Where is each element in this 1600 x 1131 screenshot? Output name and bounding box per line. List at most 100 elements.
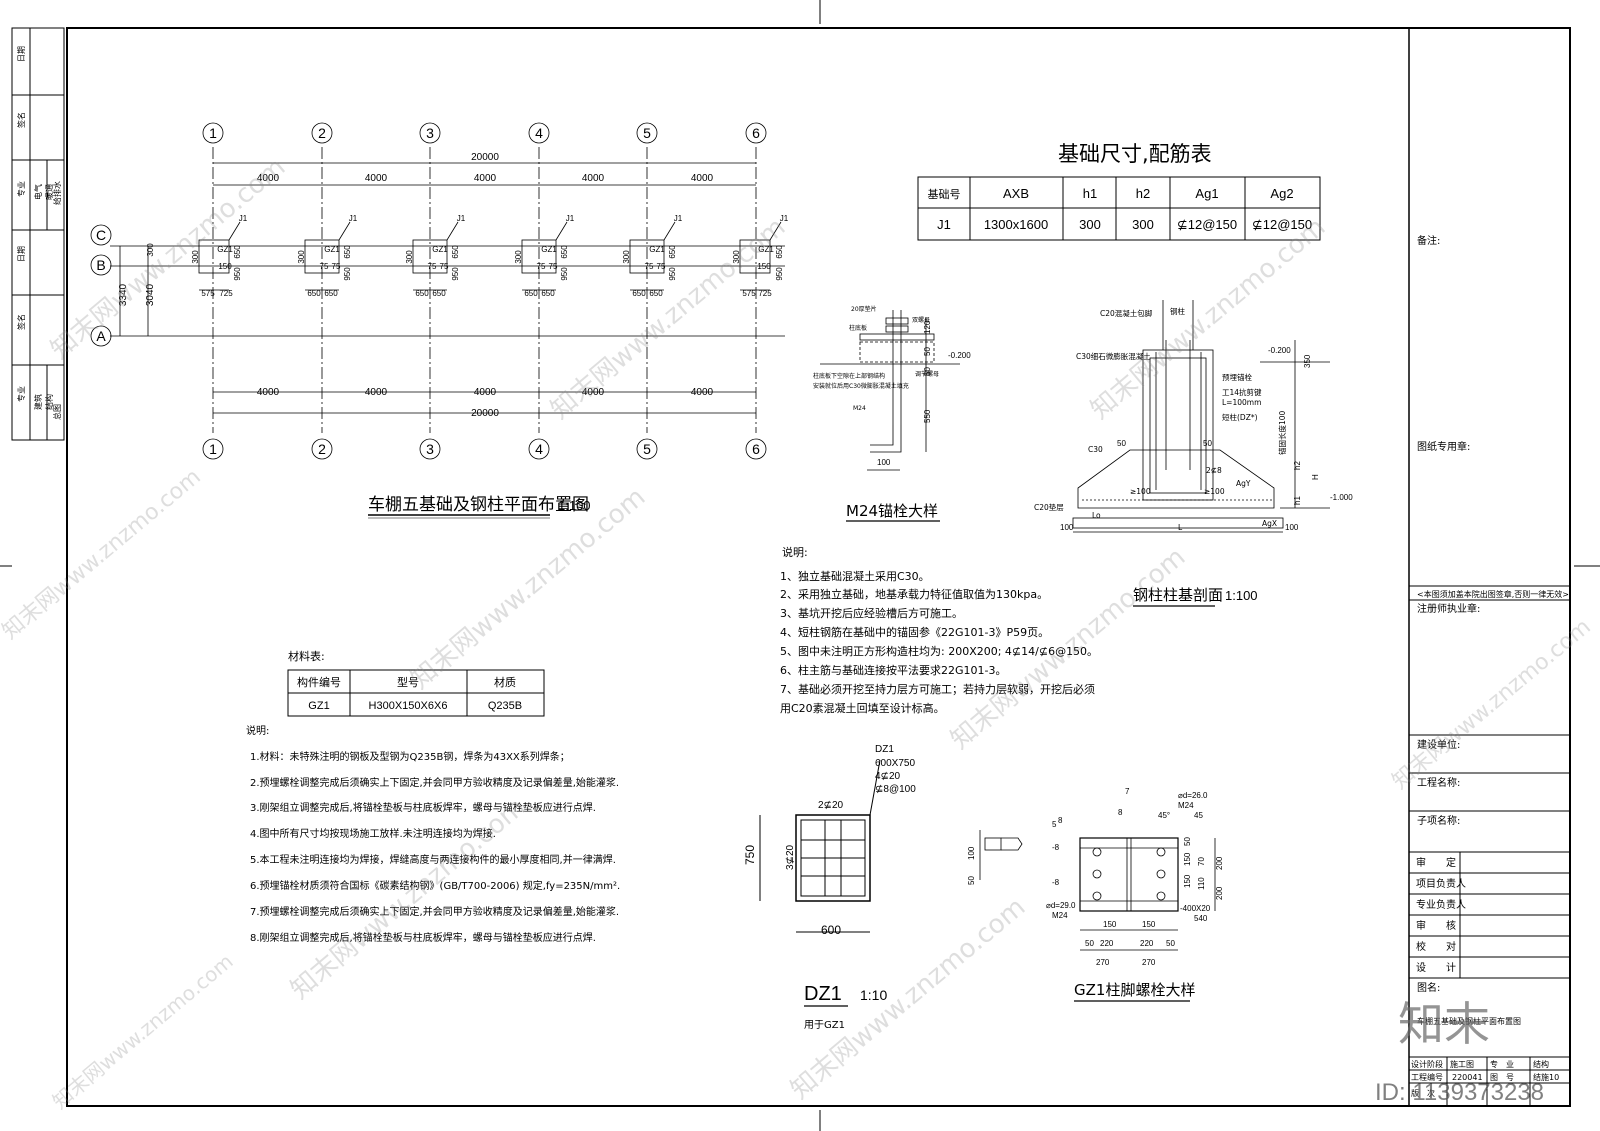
notes1-item-5: 5、图中未注明正方形构造柱均为: 200X200; 4⊈14/⊈6@150。	[780, 644, 1098, 658]
left-signature-strip	[11, 27, 65, 441]
anchor-d50a: 50	[923, 347, 932, 356]
tb-stamp: 图纸专用章:	[1417, 440, 1470, 453]
notes2-item-4: 4.图中所有尺寸均按现场施工放样.未注明连接均为焊接.	[250, 827, 496, 840]
axis-top-1: 1	[209, 125, 217, 141]
td-3: 300	[1132, 217, 1154, 232]
gz1-l3: 45°	[1158, 811, 1170, 820]
col-dim-75b-4: 75	[549, 262, 558, 271]
dz1-l1: 600X750	[875, 758, 915, 769]
strip-d6: 总图	[52, 404, 62, 420]
axis-bottom-3: 3	[426, 441, 434, 457]
col-650-3: 650	[451, 245, 460, 259]
strip-d2: 暖通	[44, 184, 54, 200]
gz1-v2: 150	[1183, 874, 1192, 888]
sec-d4: H	[1311, 474, 1320, 480]
fd-6b: 725	[758, 289, 772, 298]
sec-d3: h1	[1293, 496, 1302, 505]
image-id: ID: 1139373238	[1375, 1079, 1544, 1106]
anchor-d100: 100	[877, 458, 891, 467]
tb-sheet: 结施10	[1533, 1072, 1559, 1082]
wm-1: 知末网www.znzmo.com	[45, 152, 291, 365]
gz1-s0: 100	[967, 846, 976, 860]
dz1-top-bar: 2⊈20	[818, 800, 844, 811]
sec-l14: 锚固长度100	[1277, 410, 1287, 455]
tb-role-5: 设 计	[1416, 961, 1456, 974]
td-4: ⊈12@150	[1177, 217, 1237, 232]
tb-role-3: 审 核	[1416, 919, 1456, 932]
wm-7: 知末网www.znzmo.com	[1388, 614, 1596, 794]
col-dim-75b-2: 75	[332, 262, 341, 271]
tb-project: 工程名称:	[1417, 776, 1460, 789]
footing-label-5: J1	[674, 214, 683, 223]
col-dim-75b-5: 75	[657, 262, 666, 271]
col-950-6: 950	[775, 267, 784, 281]
gz1-v4: 200	[1215, 886, 1224, 900]
tb-role-1: 项目负责人	[1416, 877, 1466, 890]
strip-d3: 给排水	[52, 181, 62, 205]
wm-10: 知末网www.znzmo.com	[48, 949, 238, 1114]
gz1-v0: 50	[1183, 837, 1192, 846]
sec-l1: 钢柱	[1170, 306, 1186, 316]
dz1-title: DZ1	[804, 983, 842, 1005]
col-300-5: 300	[622, 250, 631, 264]
col-300-4: 300	[514, 250, 523, 264]
gz1-l12: -8	[1052, 843, 1060, 852]
plan-span-b5: 4000	[691, 387, 714, 398]
gz1-l8: M24	[1052, 911, 1068, 920]
tb-version-label: 版 次	[1411, 1088, 1435, 1098]
plan-span-5: 4000	[691, 173, 714, 184]
notes1-item-7: 7、基础必须开挖至持力层方可施工；若持力层软弱，开挖后必须	[780, 682, 1095, 696]
gz1-l10: 540	[1194, 914, 1208, 923]
sec-l16: Lo	[1092, 511, 1101, 520]
col-dim-75b-3: 75	[440, 262, 449, 271]
tb-role-4: 校 对	[1416, 940, 1456, 953]
plan-span-4: 4000	[582, 173, 605, 184]
gz1-h3: 220	[1100, 939, 1114, 948]
fd-1b: 725	[219, 289, 233, 298]
sec-l10: AgY	[1236, 479, 1251, 488]
anchor-l0: 20厚垫片	[851, 305, 877, 313]
footing-label-4: J1	[566, 214, 575, 223]
sec-d6: 100	[1060, 523, 1074, 532]
axis-bottom-2: 2	[318, 441, 326, 457]
gz1-l5: M24	[1178, 801, 1194, 810]
footing-label-1: J1	[239, 214, 248, 223]
th-1: AXB	[1003, 186, 1029, 201]
notes1-item-2: 2、采用独立基础，地基承载力特征值取值为130kpa。	[780, 587, 1048, 601]
gz1-v3: 200	[1215, 856, 1224, 870]
notes1-item-6: 6、柱主筋与基础连接按平法要求22G101-3。	[780, 663, 1006, 677]
dz1-l0: DZ1	[875, 744, 894, 755]
col-tag-6: GZ1	[758, 245, 774, 254]
plan-span-2: 4000	[365, 173, 388, 184]
tb-sheet-label: 图 号	[1490, 1073, 1514, 1082]
col-650-6: 650	[775, 245, 784, 259]
td-2: 300	[1079, 217, 1101, 232]
section-scale: 1:100	[1225, 588, 1258, 603]
sec-l15: L	[1178, 523, 1183, 532]
axis-top-3: 3	[426, 125, 434, 141]
notes2-title: 说明:	[246, 724, 269, 737]
sec-l11: AgX	[1262, 519, 1277, 528]
col-650-4: 650	[560, 245, 569, 259]
plan-span-1: 4000	[257, 173, 280, 184]
anchor-detail	[820, 310, 960, 471]
plan-span-b1: 4000	[257, 387, 280, 398]
mat-td-0: GZ1	[308, 700, 329, 712]
col-dim-75a-5: 75	[645, 262, 654, 271]
footing-label-3: J1	[457, 214, 466, 223]
tb-disc-label: 专 业	[1490, 1059, 1514, 1069]
gz1-v6: 110	[1197, 877, 1206, 890]
sec-l13: ≥100	[1204, 487, 1225, 496]
fd-4b: 650	[541, 289, 555, 298]
plan-span-b4: 4000	[582, 387, 605, 398]
table-title: 基础尺寸,配筋表	[1058, 142, 1212, 166]
mat-td-1: H300X150X6X6	[369, 700, 448, 712]
th-0: 基础号	[928, 188, 961, 201]
notes1-item-1: 1、独立基础混凝土采用C30。	[780, 569, 930, 583]
col-dim-150-6: 150	[757, 262, 771, 271]
plan-span-b3: 4000	[474, 387, 497, 398]
col-950-5: 950	[668, 267, 677, 281]
sec-l8: C20垫层	[1034, 502, 1064, 512]
anchor-l3: 柱底板下空隙在上部钢结构	[813, 372, 885, 380]
col-950-3: 950	[451, 267, 460, 281]
